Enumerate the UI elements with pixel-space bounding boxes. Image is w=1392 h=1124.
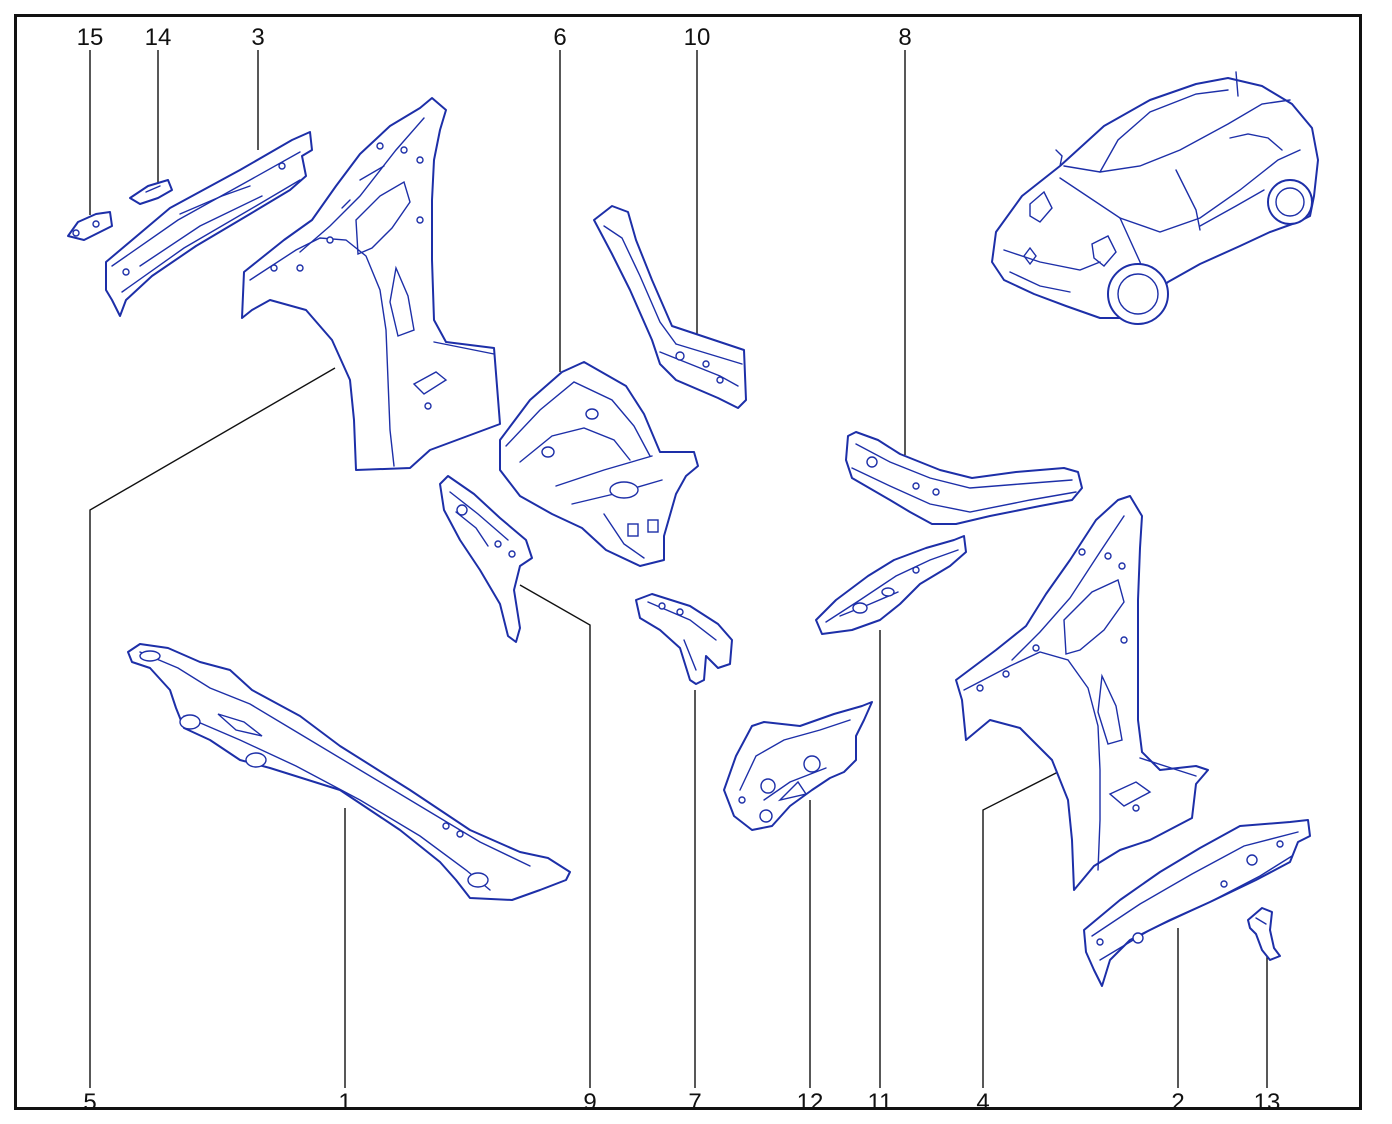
label-6: 6 [553, 24, 566, 51]
part-4-right-wheel-arch [955, 495, 1209, 891]
number-labels: 15 14 3 6 10 8 5 1 9 7 12 11 4 2 13 [77, 24, 1281, 1116]
part-12-lower-bracket [723, 701, 873, 831]
part-7-centre-bracket [635, 593, 733, 685]
part-2-right-lower-member [1083, 819, 1311, 987]
label-8: 8 [898, 24, 911, 51]
label-10: 10 [684, 24, 711, 51]
leader-4 [982, 771, 1059, 1088]
part-15-bracket [67, 211, 113, 241]
part-14-clip [129, 179, 173, 205]
leader-9 [519, 584, 591, 1088]
part-8-right-upper-member [845, 431, 1083, 525]
label-2: 2 [1171, 1089, 1184, 1116]
label-11: 11 [868, 1089, 893, 1116]
part-5-left-wheel-arch [241, 97, 501, 471]
part-1-front-crossmember [127, 643, 571, 901]
part-13-small-bracket [1247, 907, 1281, 961]
leader-lines [89, 50, 1268, 1088]
label-12: 12 [797, 1089, 824, 1116]
label-1: 1 [338, 1089, 351, 1116]
label-14: 14 [145, 24, 172, 51]
label-13: 13 [1254, 1089, 1281, 1116]
label-15: 15 [77, 24, 104, 51]
part-9-left-gusset [439, 475, 533, 643]
part-3-left-side-member [105, 131, 313, 317]
label-9: 9 [583, 1089, 596, 1116]
label-7: 7 [688, 1089, 701, 1116]
label-3: 3 [251, 24, 264, 51]
part-10-upper-rail [593, 205, 747, 409]
label-5: 5 [83, 1089, 96, 1116]
part-6-battery-tray [499, 361, 699, 567]
part-11-right-gusset [815, 535, 967, 635]
label-4: 4 [976, 1089, 989, 1116]
leader-5 [89, 367, 336, 1088]
car-illustration [991, 71, 1319, 325]
